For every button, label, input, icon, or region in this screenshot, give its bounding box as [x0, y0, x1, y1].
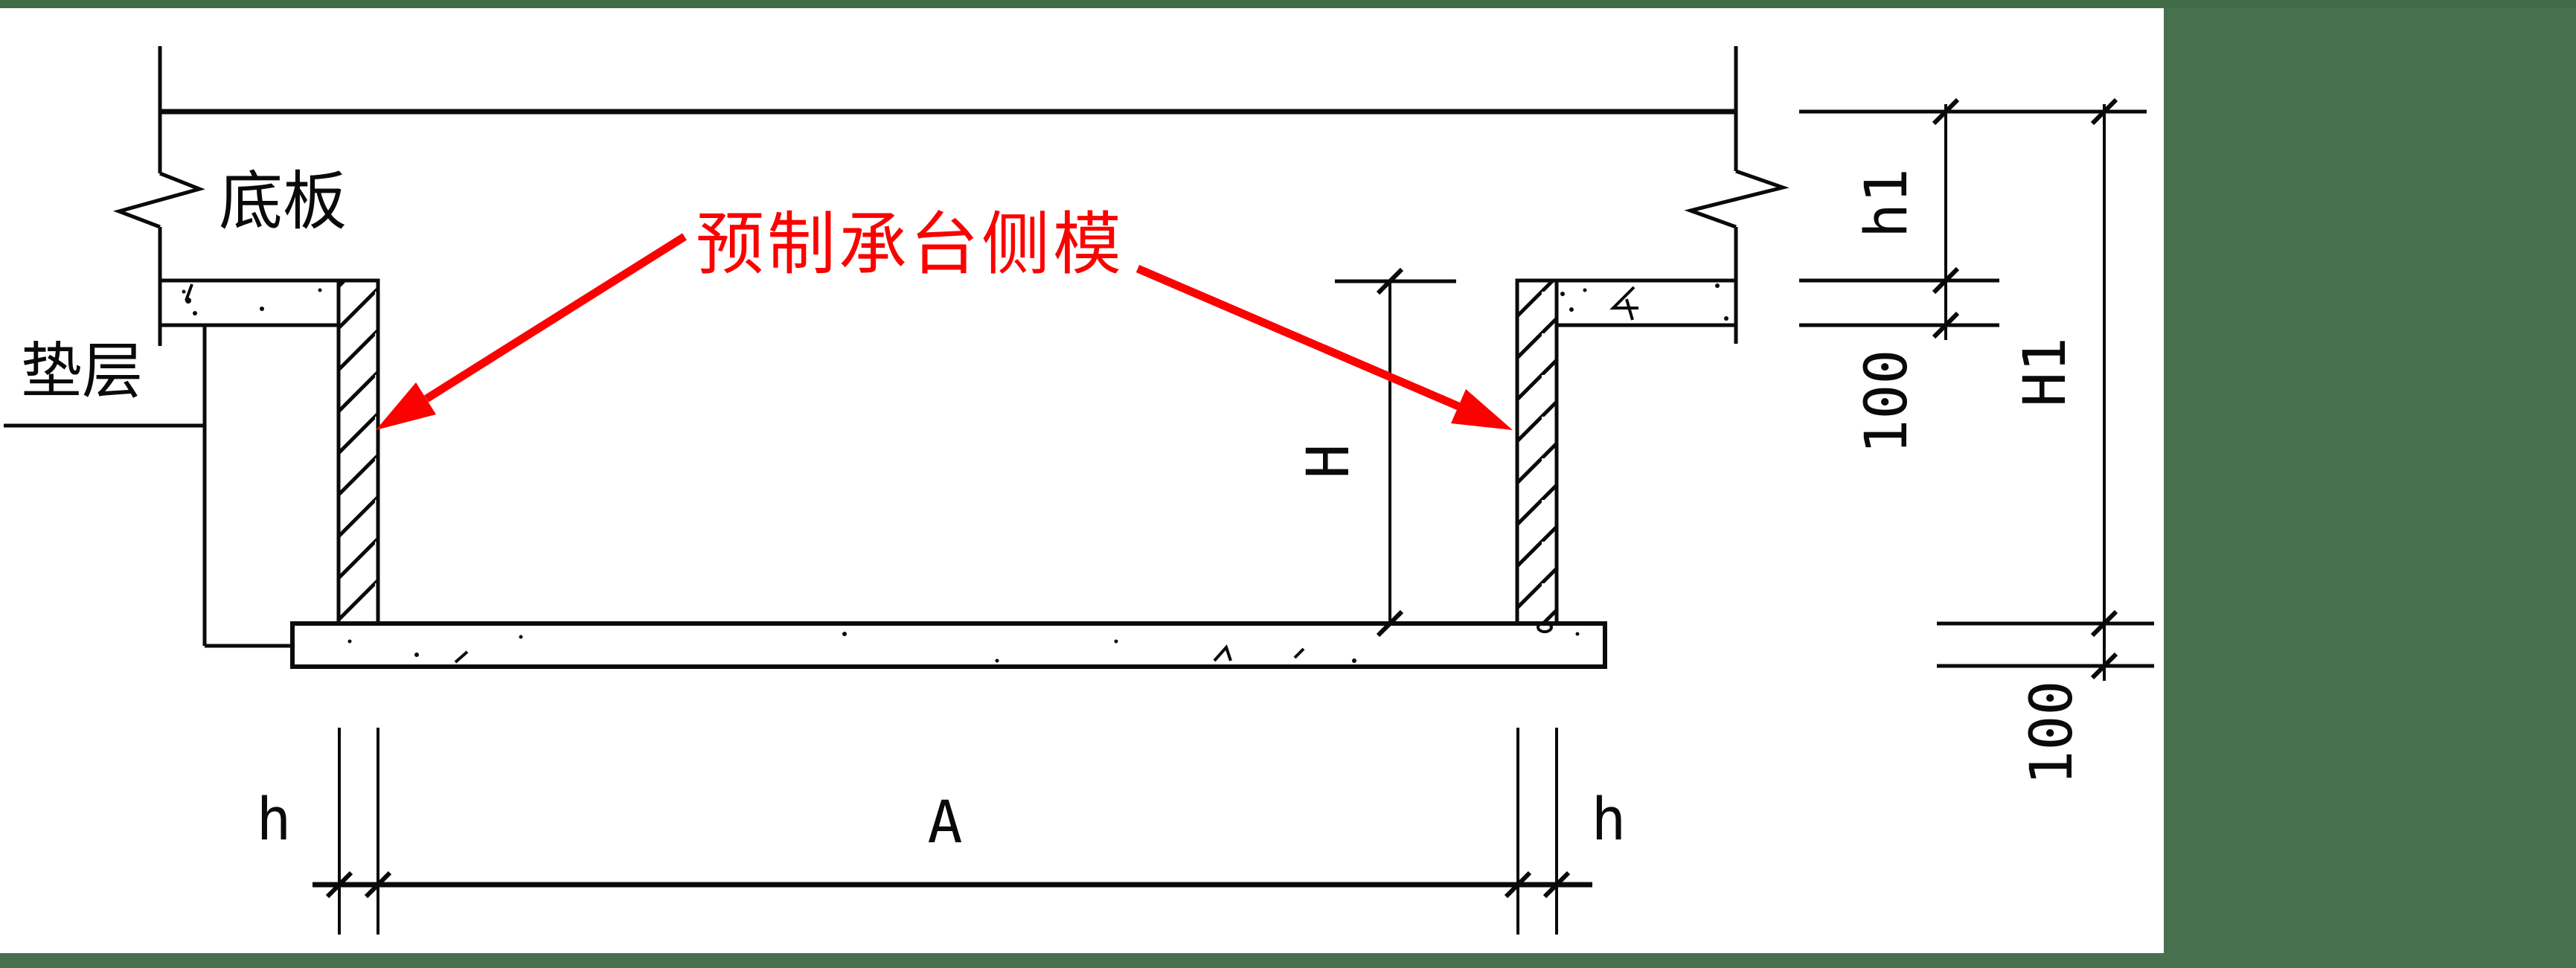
- precast-formwork-strips: [336, 278, 1559, 626]
- dim-label-h1: h1: [1853, 168, 1920, 238]
- red-leader-right: [1135, 264, 1461, 411]
- structure-lines: [4, 46, 1790, 648]
- dimension-ticks: [325, 97, 2118, 899]
- right-break-symbol: [1684, 169, 1790, 229]
- dimension-labels: H h1 100 H1 100 h A h: [257, 168, 2086, 856]
- dim-H-lines: [1335, 279, 1456, 624]
- dim-label-H: H: [1295, 444, 1362, 479]
- green-right-block: [2164, 0, 2576, 968]
- concrete-speckles: [182, 283, 1728, 663]
- label-bottom-slab: 底板: [219, 164, 347, 239]
- green-top-strip: [0, 0, 2576, 8]
- left-break-symbol: [113, 171, 205, 229]
- bottom-extension-lines: [338, 728, 1558, 935]
- dim-label-h-right: h: [1592, 786, 1627, 853]
- left-formwork-hatch: [336, 278, 380, 626]
- dim-label-h-left: h: [257, 786, 292, 853]
- right-formwork-hatch: [1515, 278, 1559, 626]
- dim-label-A: A: [928, 789, 963, 856]
- dimension-lines: [313, 104, 2154, 935]
- red-annotation: [376, 233, 1513, 430]
- red-arrowhead-right: [1451, 389, 1513, 430]
- label-red-callout: 预制承台侧模: [696, 205, 1124, 284]
- dim-label-100-upper: 100: [1853, 350, 1920, 455]
- dim-label-H1: H1: [2012, 337, 2079, 407]
- dim-label-100-lower: 100: [2019, 681, 2086, 786]
- bottom-slab: [290, 621, 1607, 669]
- red-leader-left: [424, 233, 687, 403]
- label-cushion-layer: 垫层: [21, 336, 143, 407]
- cushion-leader-lines: [4, 325, 298, 648]
- concrete-speckle-marks: [185, 283, 1638, 664]
- red-arrowhead-left: [376, 382, 436, 430]
- green-bottom-strip: [0, 953, 2576, 968]
- right-extension-lines: [1799, 109, 2154, 668]
